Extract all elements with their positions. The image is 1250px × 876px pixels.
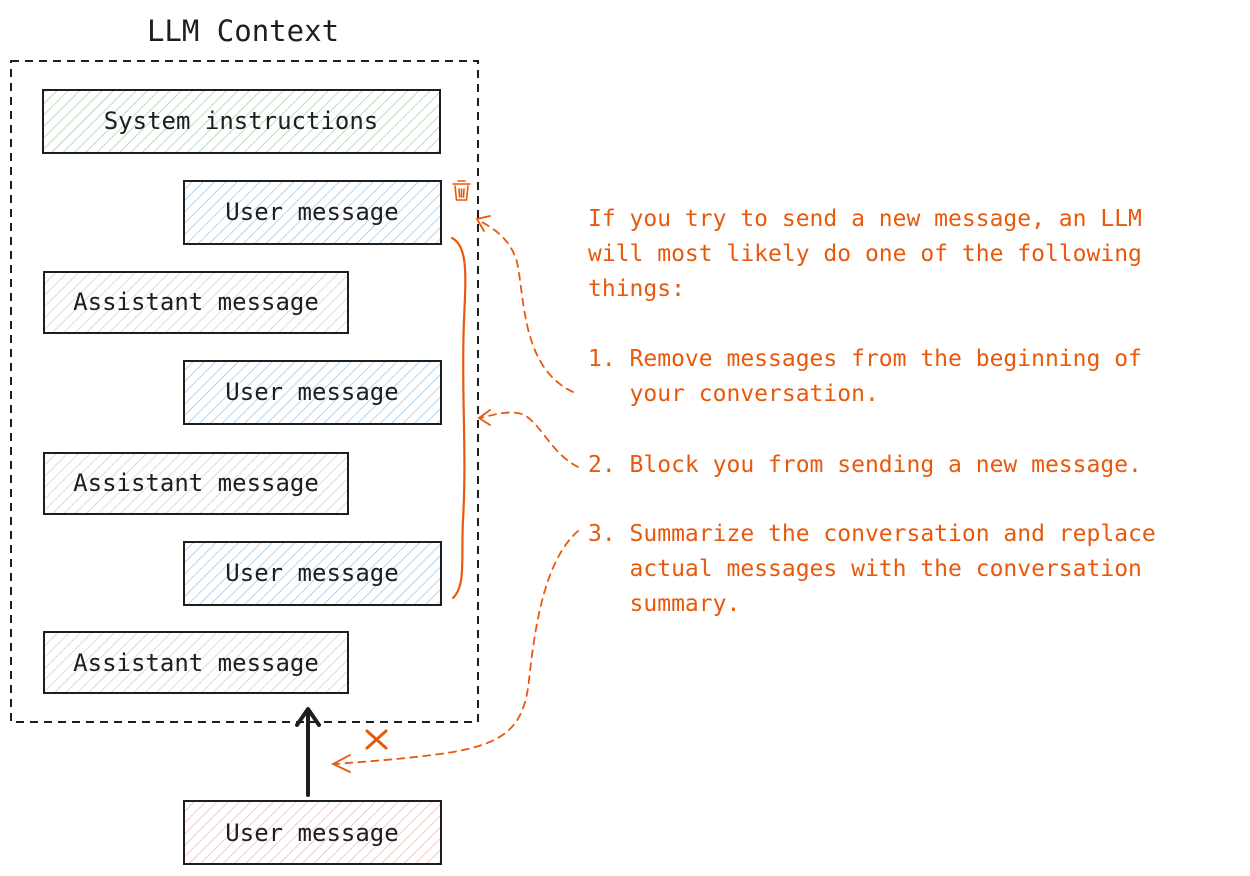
annotation-intro-line: If you try to send a new message, an LLM	[588, 206, 1142, 232]
context-title: LLM Context	[147, 14, 339, 48]
context-container	[10, 60, 479, 723]
annotation-item-3: summary.	[588, 591, 741, 617]
message-label: User message	[225, 378, 398, 406]
message-label: Assistant message	[73, 649, 319, 677]
assistant-message-box: Assistant message	[43, 271, 349, 334]
annotation-item-3: 3. Summarize the conversation and replac…	[588, 521, 1156, 547]
incoming-arrow	[295, 707, 321, 797]
annotation-item-3: actual messages with the conversation	[588, 556, 1142, 582]
annotation-item-2: 2. Block you from sending a new message.	[588, 452, 1142, 478]
system-instructions-box: System instructions	[42, 89, 441, 154]
arrow-item2	[477, 409, 579, 468]
annotation-intro-line: will most likely do one of the following	[588, 241, 1142, 267]
annotation-intro-line: things:	[588, 276, 685, 302]
message-label: User message	[225, 559, 398, 587]
assistant-message-box: Assistant message	[43, 631, 349, 694]
new-user-message-box: User message	[183, 800, 442, 865]
message-label: User message	[225, 198, 398, 226]
annotation-item-1: your conversation.	[588, 381, 879, 407]
annotation-item-1: 1. Remove messages from the beginning of	[588, 346, 1142, 372]
user-message-box: User message	[183, 180, 442, 245]
arrow-item3	[330, 530, 579, 773]
message-label: Assistant message	[73, 469, 319, 497]
message-label: System instructions	[104, 107, 379, 135]
trash-icon	[452, 180, 471, 201]
arrow-item1	[475, 215, 574, 393]
user-message-box: User message	[183, 541, 442, 606]
cross-icon	[365, 729, 388, 750]
message-label: User message	[225, 819, 398, 847]
assistant-message-box: Assistant message	[43, 452, 349, 515]
message-label: Assistant message	[73, 288, 319, 316]
conversation-bracket	[450, 236, 467, 600]
user-message-box: User message	[183, 360, 442, 425]
